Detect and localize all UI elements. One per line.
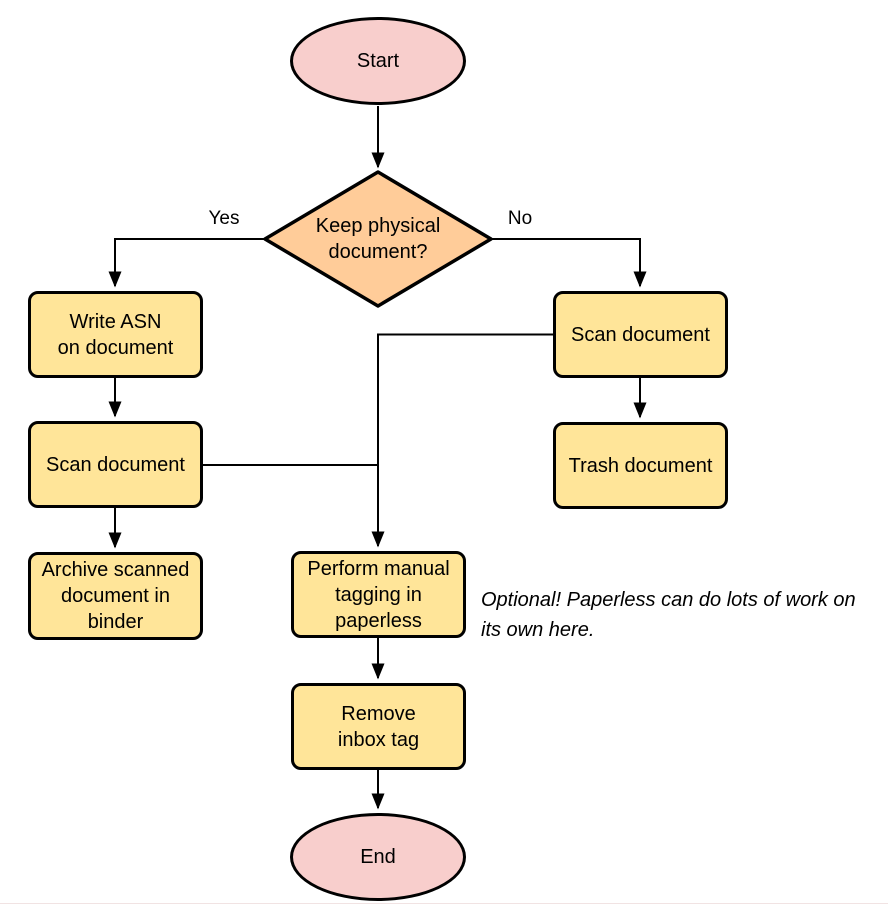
bottom-divider	[0, 903, 888, 904]
archive-label: Archive scanned document in binder	[41, 559, 190, 633]
optional-annotation: Optional! Paperless can do lots of work …	[481, 589, 856, 641]
scan-document-left-label: Scan document	[46, 453, 185, 476]
decision-label: Keep physical document?	[315, 215, 441, 263]
end-label: End	[360, 846, 396, 868]
start-label: Start	[356, 50, 400, 72]
start-terminal: Start	[290, 17, 466, 105]
trash-document-label: Trash document	[568, 454, 713, 477]
edge-decision-yes	[108, 238, 265, 288]
no-edge-label: No	[507, 208, 533, 229]
trash-document-process: Trash document	[553, 422, 728, 509]
scan-document-right-process: Scan document	[553, 291, 728, 378]
remove-inbox-label: Remove inbox tag	[337, 702, 420, 751]
remove-inbox-process: Remove inbox tag	[291, 683, 466, 770]
decision-diamond-shape	[263, 170, 493, 308]
edge-scanright-to-tagging	[371, 333, 553, 548]
scan-document-right-label: Scan document	[571, 323, 710, 346]
edge-decision-no	[491, 238, 647, 288]
yes-edge-label: Yes	[208, 208, 240, 229]
scan-document-left-process: Scan document	[28, 421, 203, 508]
end-terminal: End	[290, 813, 466, 901]
write-asn-label: Write ASN on document	[57, 310, 174, 359]
write-asn-process: Write ASN on document	[28, 291, 203, 378]
manual-tagging-label: Perform manual tagging in paperless	[307, 557, 450, 632]
archive-process: Archive scanned document in binder	[28, 552, 203, 640]
manual-tagging-process: Perform manual tagging in paperless	[291, 551, 466, 638]
